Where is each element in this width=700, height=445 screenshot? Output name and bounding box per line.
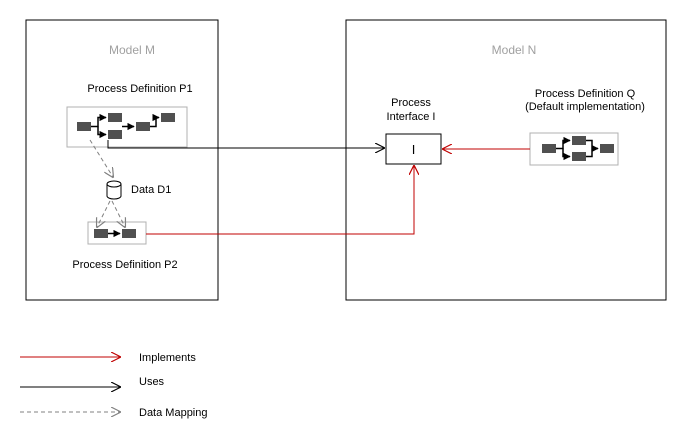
interface-label-line2: Interface I — [387, 111, 436, 123]
uses-arrow-p1-to-interface — [107, 140, 384, 148]
legend-implements-label: Implements — [139, 352, 196, 364]
legend-uses-label: Uses — [139, 376, 165, 388]
legend-implements: Implements — [20, 352, 196, 364]
interface-label-line1: Process — [391, 97, 431, 109]
model-n-title: Model N — [492, 43, 537, 57]
model-m-box: Model M — [25, 19, 219, 301]
activity-icon — [572, 152, 586, 161]
legend-uses: Uses — [20, 376, 165, 388]
model-m-title: Model M — [109, 43, 155, 57]
legend: Implements Uses Data Mapping — [20, 352, 208, 419]
data-d1-icon[interactable] — [106, 180, 122, 200]
process-q-label-line2: (Default implementation) — [525, 101, 645, 113]
process-p2-label: Process Definition P2 — [72, 259, 177, 271]
legend-data-mapping: Data Mapping — [20, 407, 208, 419]
data-mapping-arrows — [89, 139, 125, 227]
process-p1-label: Process Definition P1 — [87, 83, 192, 95]
process-q-box[interactable] — [529, 132, 619, 166]
process-q-label-line1: Process Definition Q — [535, 88, 636, 100]
activity-icon — [108, 130, 122, 139]
data-d1-label: Data D1 — [131, 184, 171, 196]
activity-icon — [572, 136, 586, 145]
activity-icon — [94, 229, 108, 238]
activity-icon — [77, 122, 91, 131]
legend-data-mapping-label: Data Mapping — [139, 407, 208, 419]
activity-icon — [542, 144, 556, 153]
activity-icon — [122, 229, 136, 238]
implements-arrow-p2-to-interface — [146, 166, 414, 235]
activity-icon — [136, 122, 150, 131]
process-p2-box[interactable] — [87, 221, 147, 245]
activity-icon — [161, 113, 175, 122]
process-p1-box[interactable] — [66, 106, 188, 148]
process-interface-box[interactable]: I — [385, 133, 442, 165]
activity-icon — [108, 113, 122, 122]
interface-symbol: I — [412, 142, 416, 157]
activity-icon — [600, 144, 614, 153]
